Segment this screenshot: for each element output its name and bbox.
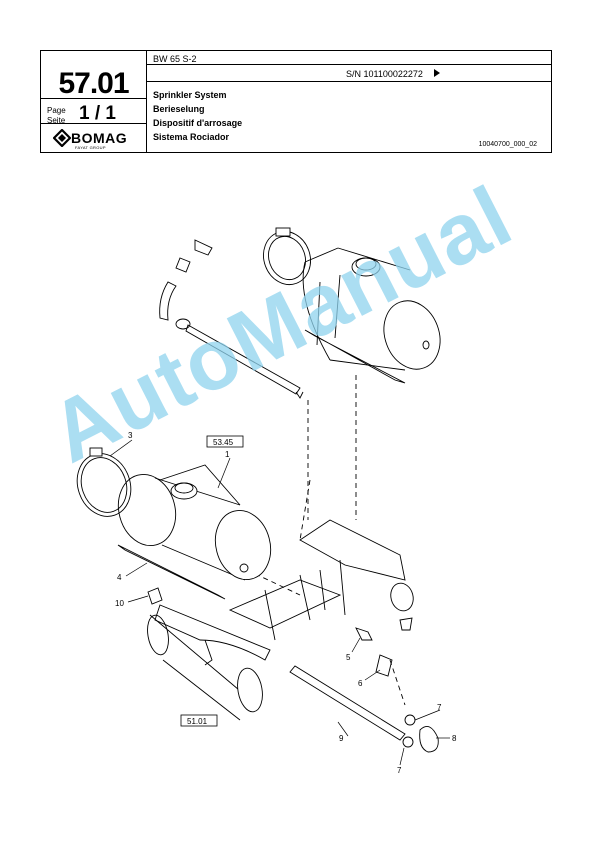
callout-9: 9 bbox=[339, 734, 344, 743]
document-number: 10040700_000_02 bbox=[478, 141, 537, 148]
title-block: Sprinkler System Berieselung Dispositif … bbox=[153, 88, 242, 144]
callout-leaders bbox=[109, 439, 450, 766]
ref-box-51-01 bbox=[180, 714, 218, 727]
machine-frame bbox=[228, 519, 414, 641]
page-value: 1 / 1 bbox=[79, 103, 116, 124]
page-number: 57.01 bbox=[58, 67, 129, 100]
header-rule bbox=[41, 123, 146, 124]
model-name: BW 65 S-2 bbox=[153, 54, 197, 64]
phantom-tank-top bbox=[263, 227, 441, 384]
header-rule bbox=[41, 98, 146, 99]
callout-7b: 7 bbox=[397, 766, 402, 775]
title-de: Berieselung bbox=[153, 104, 205, 114]
bomag-logo: BOMAG FAYAT GROUP bbox=[53, 129, 128, 150]
guide-lines bbox=[246, 375, 406, 706]
callout-5: 5 bbox=[346, 653, 351, 662]
page-label: Page Seite bbox=[47, 106, 66, 125]
callout-7a: 7 bbox=[437, 703, 442, 712]
callout-8: 8 bbox=[452, 734, 457, 743]
water-tank bbox=[117, 464, 272, 600]
top-fittings bbox=[159, 239, 304, 399]
roller-drum bbox=[147, 604, 271, 721]
title-en: Sprinkler System bbox=[153, 90, 227, 100]
logo-subtext: FAYAT GROUP bbox=[75, 145, 106, 150]
hose-clamp bbox=[76, 447, 132, 517]
header-rule bbox=[146, 64, 551, 65]
logo-text: BOMAG bbox=[71, 130, 128, 146]
plug-cap bbox=[147, 587, 163, 605]
hose-fittings bbox=[289, 627, 439, 753]
header-table: 57.01 Page Seite 1 / 1 BOMAG FAYAT GROUP… bbox=[40, 50, 552, 153]
title-fr: Dispositif d'arrosage bbox=[153, 118, 243, 128]
header-divider bbox=[146, 51, 147, 152]
ref-51-01: 51.01 bbox=[187, 717, 208, 726]
callout-3: 3 bbox=[128, 431, 133, 440]
callout-1: 1 bbox=[225, 450, 230, 459]
serial-number: S/N 101100022272 bbox=[346, 69, 441, 79]
header-rule bbox=[146, 81, 551, 82]
ref-53-45: 53.45 bbox=[213, 438, 234, 447]
ref-box-53-45 bbox=[206, 435, 244, 448]
bomag-diamond-icon bbox=[53, 129, 71, 147]
callout-4: 4 bbox=[117, 573, 122, 582]
callout-6: 6 bbox=[358, 679, 363, 688]
arrow-right-icon bbox=[434, 69, 441, 77]
callout-10: 10 bbox=[115, 599, 124, 608]
title-es: Sistema Rociador bbox=[153, 132, 230, 142]
